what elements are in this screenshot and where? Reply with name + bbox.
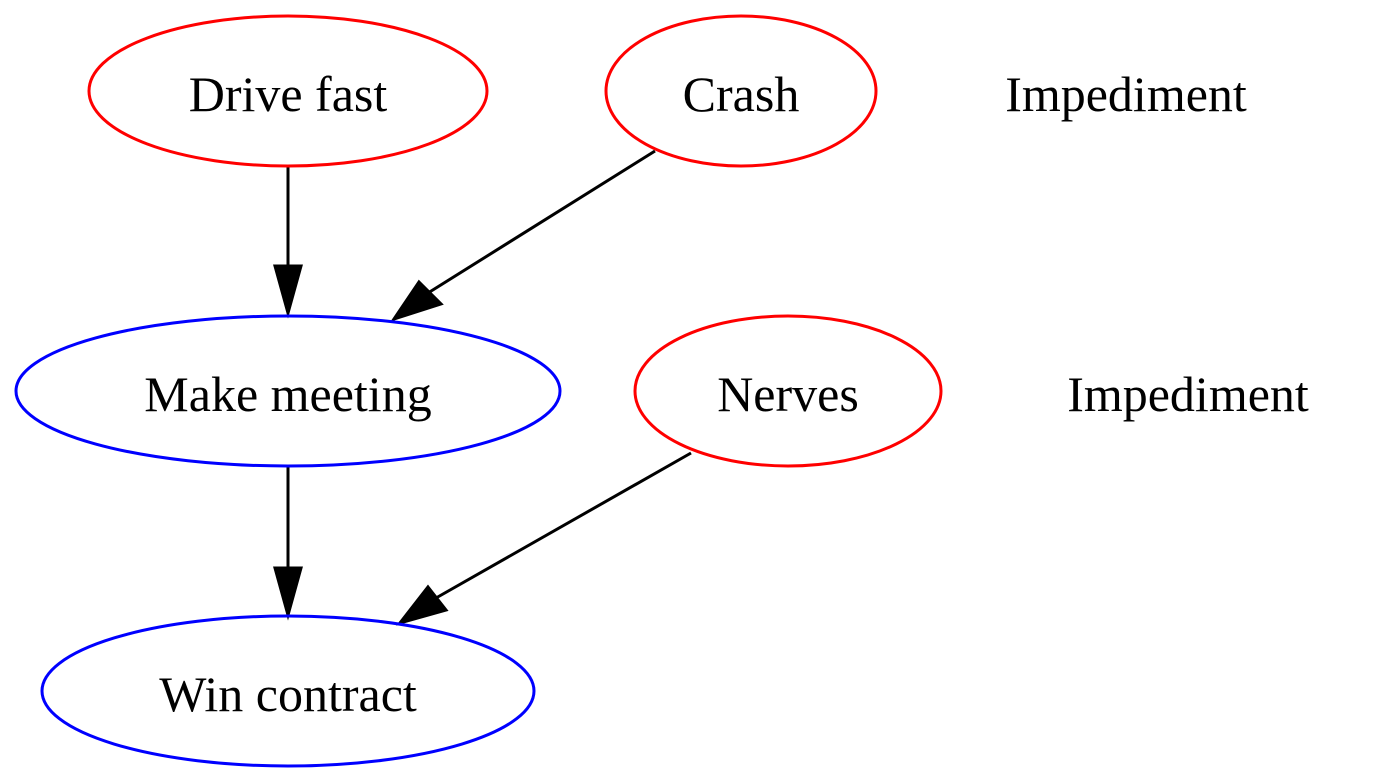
- edge-make-meeting-to-win-contract: [273, 466, 303, 621]
- node-ellipse: [604, 14, 878, 168]
- side-label-row1: Impediment: [1005, 66, 1247, 122]
- node-label: Crash: [683, 66, 800, 122]
- edges: [273, 149, 692, 626]
- node-crash[interactable]: Crash: [604, 14, 878, 168]
- edge-drive-fast-to-make-meeting: [273, 166, 303, 319]
- node-drive-fast[interactable]: Drive fast: [87, 14, 489, 168]
- edge-crash-to-make-meeting: [390, 149, 656, 322]
- arrowhead: [396, 584, 449, 626]
- node-ellipse: [633, 314, 943, 468]
- node-label: Nerves: [717, 366, 859, 422]
- node-ellipse: [14, 314, 562, 468]
- node-nerves[interactable]: Nerves: [633, 314, 943, 468]
- node-label: Win contract: [159, 666, 417, 722]
- node-ellipse: [40, 614, 536, 768]
- edge-nerves-to-win-contract: [396, 451, 692, 626]
- node-ellipse: [87, 14, 489, 168]
- node-make-meeting[interactable]: Make meeting: [14, 314, 562, 468]
- side-label-row2: Impediment: [1067, 366, 1309, 422]
- arrowhead: [273, 566, 303, 621]
- node-label: Make meeting: [144, 366, 431, 422]
- arrowhead: [273, 264, 303, 319]
- node-label: Drive fast: [189, 66, 388, 122]
- arrowhead: [390, 279, 444, 322]
- node-win-contract[interactable]: Win contract: [40, 614, 536, 768]
